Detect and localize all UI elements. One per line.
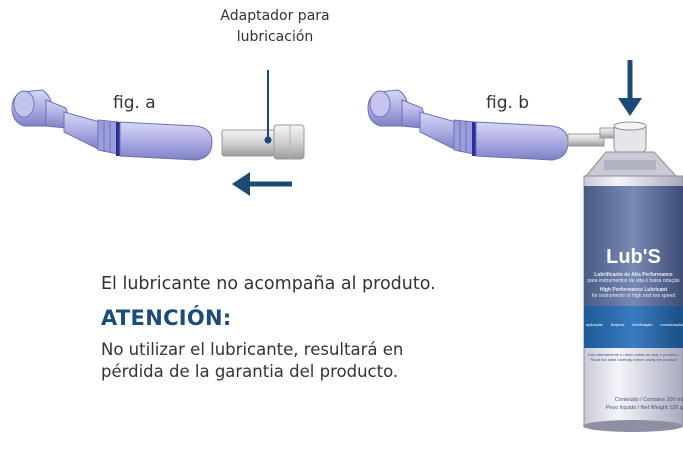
can-brand: Lub'S bbox=[606, 246, 661, 268]
lubrication-adapter bbox=[221, 70, 305, 160]
handpiece-a bbox=[11, 89, 213, 161]
adapter-label: Adaptador para lubricación bbox=[220, 8, 330, 45]
can-instruction: Leia atentamente o rótulo antes de usar … bbox=[588, 352, 679, 362]
can-step: lubrificação bbox=[632, 322, 653, 327]
can-title-pt: Lubrificante de Alta Performance bbox=[594, 272, 673, 278]
handpiece-b bbox=[367, 89, 621, 161]
can-subtitle-en: for instruments of high and low speed bbox=[591, 293, 676, 299]
can-contents-block: Conteúdo / Contains 200 ml Peso líquido … bbox=[586, 396, 683, 412]
can-step: limpeza bbox=[610, 322, 625, 327]
can-title-block: Lubrificante de Alta Performance para in… bbox=[586, 272, 681, 299]
warning-title: ATENCIÓN: bbox=[101, 306, 232, 330]
can-subtitle-pt: para instrumentos de alta e baixa rotaçã… bbox=[587, 278, 680, 284]
can-step: aplicação bbox=[586, 322, 603, 327]
warning-body: No utilizar el lubricante, resultará en … bbox=[101, 340, 404, 381]
can-steps: aplicação limpeza lubrificação conservaç… bbox=[586, 322, 683, 327]
lubricant-note: El lubricante no acompaña al produto. bbox=[101, 274, 436, 294]
can-contents: Conteúdo / Contains 200 ml bbox=[614, 397, 683, 403]
can-title-en: High Performance Lubricant bbox=[599, 287, 668, 293]
fig-b-label: fig. b bbox=[486, 93, 530, 113]
can-weight: Peso líquido / Net Weight 126 g bbox=[605, 405, 683, 411]
lubricant-can bbox=[583, 121, 683, 432]
arrow-left-icon bbox=[232, 172, 292, 196]
arrow-down-icon bbox=[618, 60, 642, 116]
can-step: conservação bbox=[660, 322, 683, 327]
fig-a-label: fig. a bbox=[113, 93, 156, 113]
